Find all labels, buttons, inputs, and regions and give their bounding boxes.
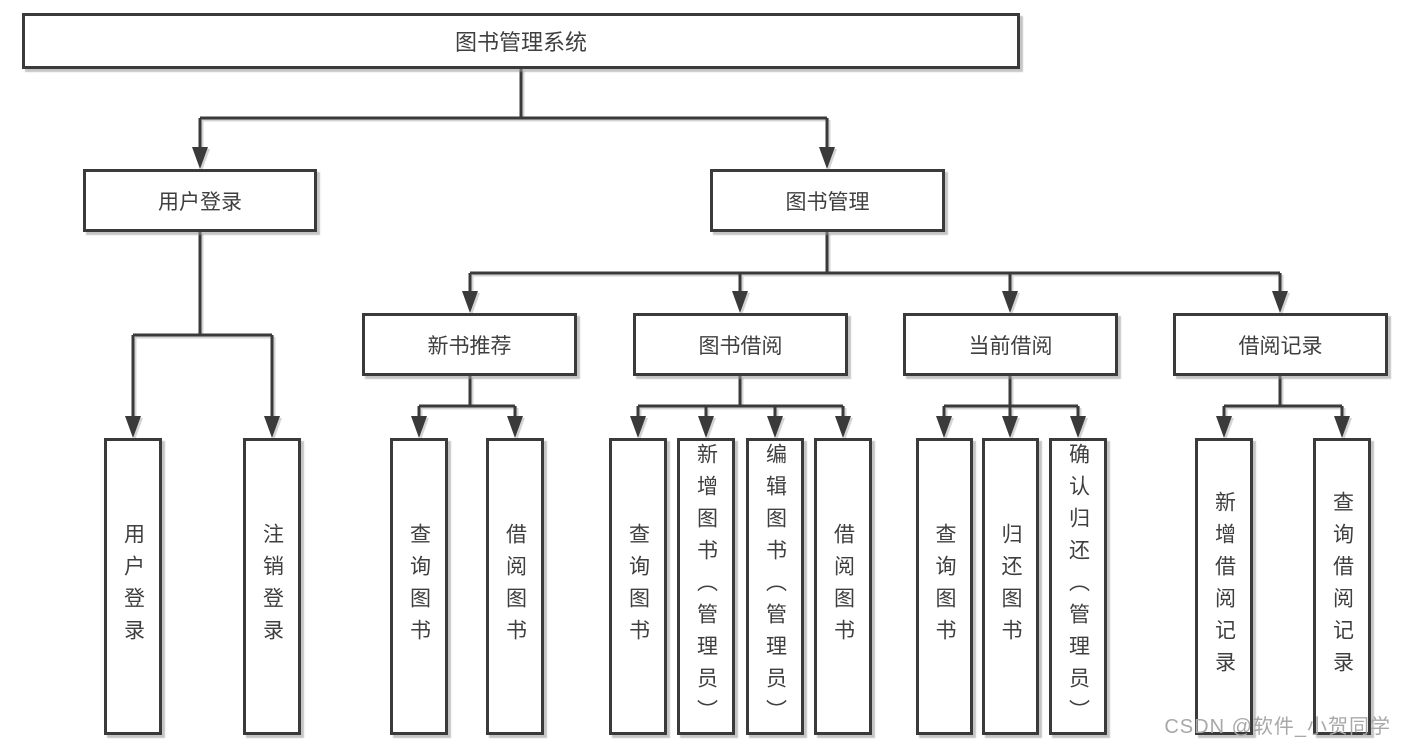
node-leaf-confirm-return-admin: 确认归还（管理员） — [1049, 438, 1107, 735]
node-leaf-query-books-current: 查询图书 — [916, 438, 973, 735]
node-leaf-query-books-borrowing: 查询图书 — [609, 438, 667, 735]
connector-book-borrow-to-leaves — [630, 376, 851, 438]
node-leaf-add-borrow-record: 新增借阅记录 — [1195, 438, 1253, 735]
node-new-book-recommendation: 新书推荐 — [362, 313, 577, 376]
connector-borrow-records-to-leaves — [1216, 376, 1350, 438]
node-leaf-query-borrow-record: 查询借阅记录 — [1313, 438, 1371, 735]
node-leaf-edit-books-admin: 编辑图书（管理员） — [746, 438, 804, 735]
node-current-borrowing: 当前借阅 — [903, 313, 1118, 376]
node-book-borrowing: 图书借阅 — [633, 313, 848, 376]
node-user-login: 用户登录 — [83, 169, 317, 232]
node-leaf-borrow-books-recommend: 借阅图书 — [486, 438, 544, 735]
connector-user-login-to-leaves — [125, 232, 280, 438]
node-leaf-add-books-admin: 新增图书（管理员） — [677, 438, 735, 735]
node-leaf-return-books: 归还图书 — [982, 438, 1039, 735]
connector-new-books-to-leaves — [411, 376, 523, 438]
connector-root-to-level2 — [192, 69, 835, 169]
node-root-library-system: 图书管理系统 — [22, 13, 1020, 69]
node-borrowing-records: 借阅记录 — [1173, 313, 1388, 376]
node-book-management: 图书管理 — [710, 169, 945, 232]
connector-book-mgmt-to-level3 — [462, 232, 1288, 313]
node-leaf-user-login: 用户登录 — [104, 438, 162, 735]
csdn-watermark: CSDN @软件_小贺同学 — [1164, 716, 1391, 738]
node-leaf-query-books-recommend: 查询图书 — [390, 438, 448, 735]
connector-current-borrow-to-leaves — [936, 376, 1086, 438]
node-leaf-borrow-books: 借阅图书 — [814, 438, 872, 735]
node-leaf-logout: 注销登录 — [243, 438, 301, 735]
